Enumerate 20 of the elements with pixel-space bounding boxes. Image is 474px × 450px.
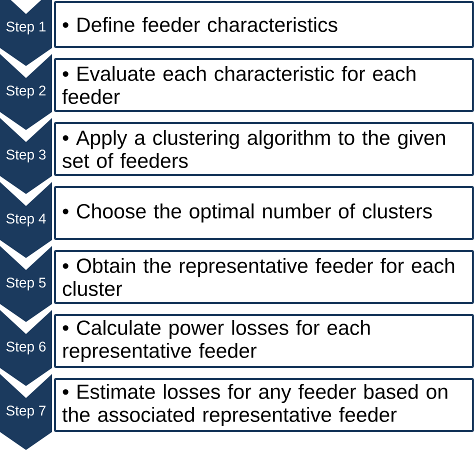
step-box: • Obtain the representative feeder for each cluster (54, 250, 474, 304)
node-label: Step 2 (6, 86, 46, 98)
node-label: Step 5 (6, 278, 46, 290)
step-box: • Define feeder characteristics (54, 1, 474, 48)
step-tab: Step 2 (0, 54, 52, 130)
node-label: Step 4 (6, 214, 46, 226)
step-tab: Step 3 (0, 118, 52, 194)
step-box: • Choose the optimal number of clusters (54, 186, 474, 240)
step-tab: Step 4 (0, 182, 52, 258)
step-tab: Step 7 (0, 374, 52, 450)
node-label: Step 3 (6, 150, 46, 162)
step-tab: Step 6 (0, 310, 52, 386)
step-box: • Evaluate each characteristic for each feeder (54, 58, 474, 112)
node-label: Step 7 (6, 406, 46, 418)
step-box: • Apply a clustering algorithm to the given set of feeders (54, 122, 474, 176)
step-box: • Calculate power losses for each representative feeder (54, 314, 474, 368)
step-box: • Estimate losses for any feeder based on the associated representative feeder (54, 378, 474, 432)
node-label: Step 6 (6, 342, 46, 354)
step-tab: Step 1 (0, 0, 52, 66)
step-tab: Step 5 (0, 246, 52, 322)
